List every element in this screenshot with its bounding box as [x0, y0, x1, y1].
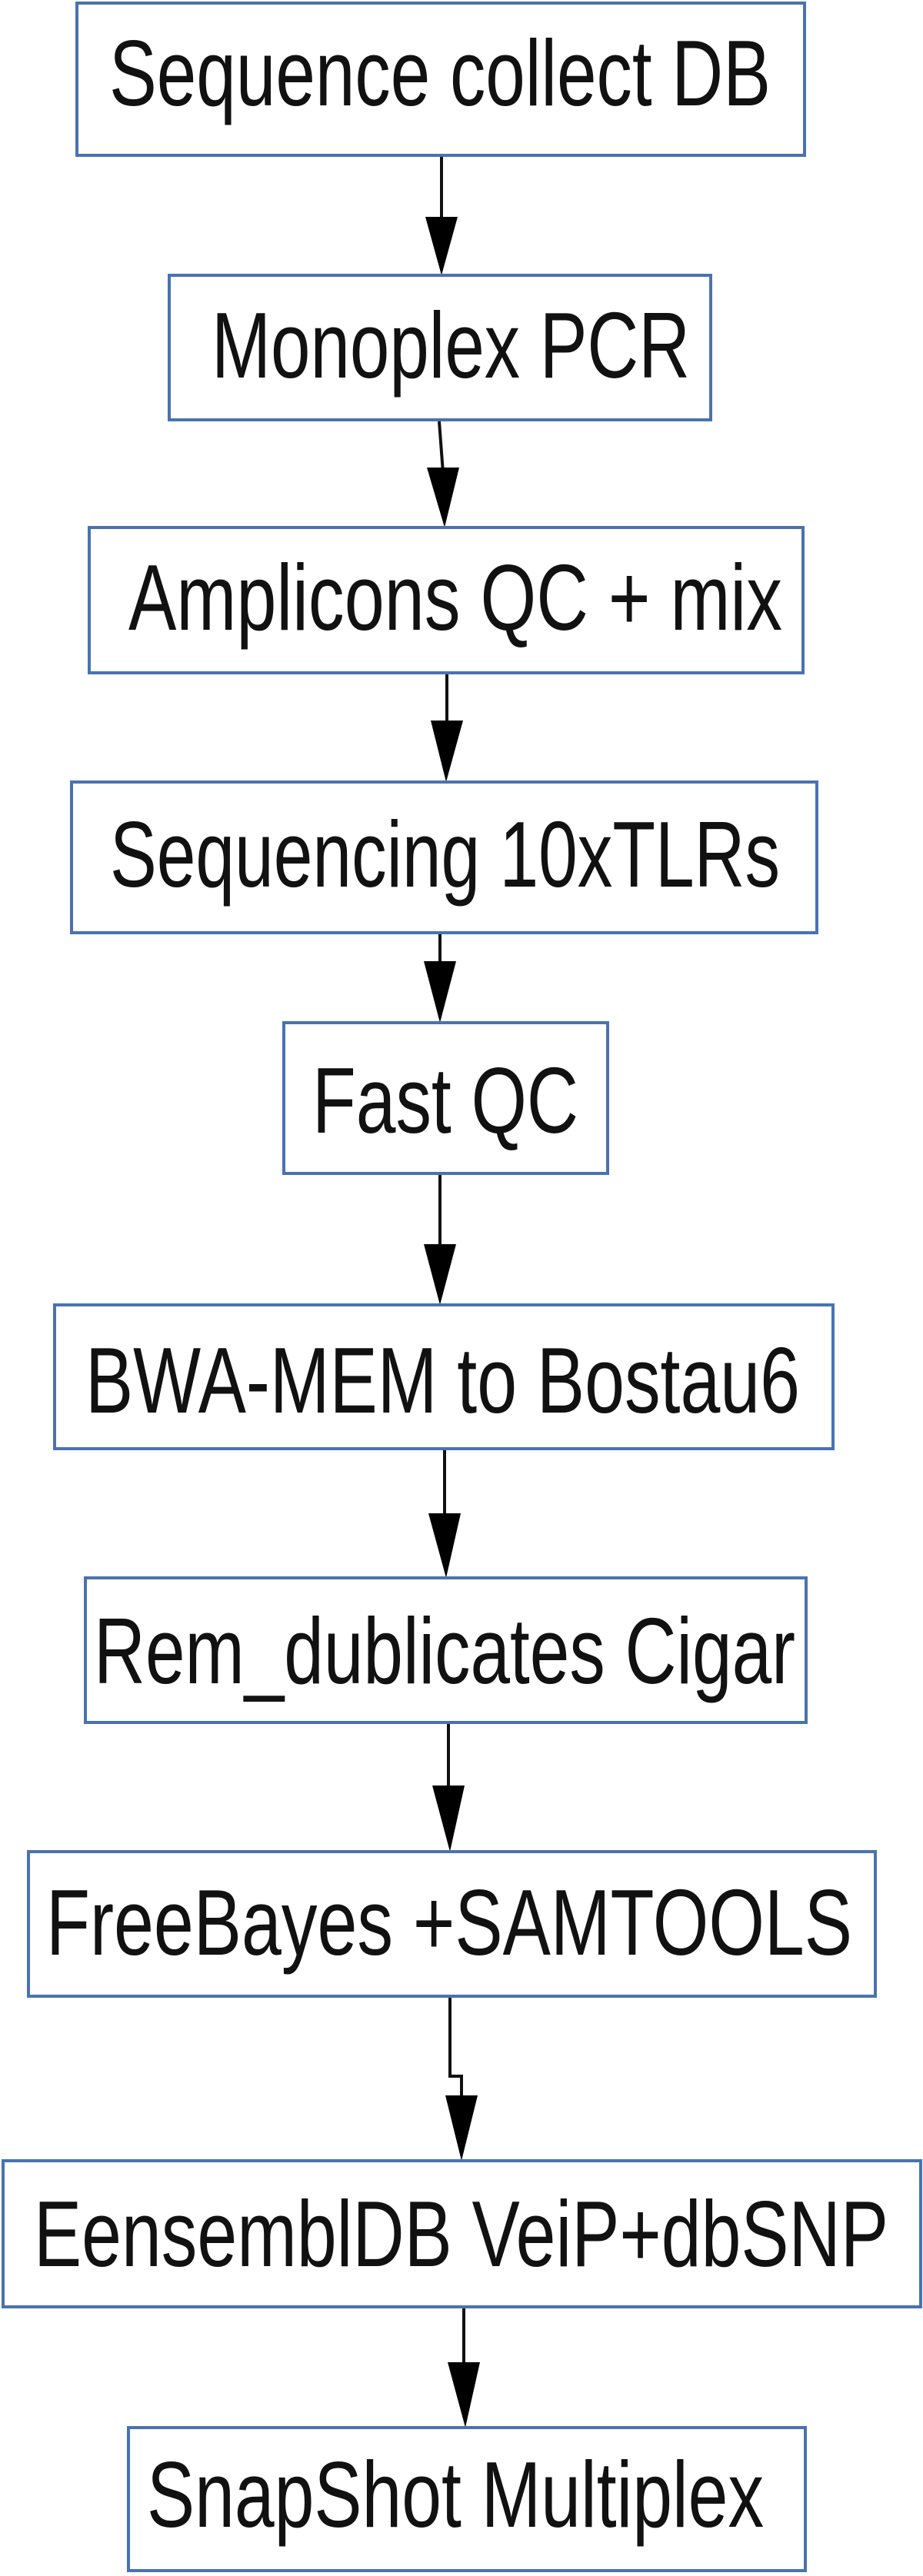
step-label: Monoplex PCR: [212, 293, 690, 398]
step-label: BWA-MEM to Bostau6: [85, 1328, 800, 1433]
arrow-3-4: [431, 674, 463, 782]
step-label: SnapShot Multiplex: [147, 2442, 764, 2547]
arrow-4-5: [424, 934, 456, 1023]
arrow-2-3: [427, 421, 459, 528]
step-fast-qc: Fast QC: [282, 1021, 609, 1175]
step-sequencing-10xtlrs: Sequencing 10xTLRs: [70, 780, 818, 934]
step-bwa-mem: BWA-MEM to Bostau6: [53, 1303, 835, 1450]
arrow-7-8: [432, 1724, 465, 1852]
arrow-8-9: [445, 1998, 478, 2161]
step-label: Fast QC: [312, 1048, 578, 1153]
arrow-5-6: [424, 1175, 456, 1305]
step-label: Rem_dublicates Cigar: [94, 1599, 795, 1703]
step-label: Sequence collect DB: [109, 21, 771, 125]
step-snapshot-multiplex: SnapShot Multiplex: [127, 2426, 807, 2572]
step-ensembldb-vep-dbsnp: EensemblDB VeiP+dbSNP: [2, 2159, 922, 2308]
step-monoplex-pcr: Monoplex PCR: [168, 274, 712, 421]
step-sequence-collect-db: Sequence collect DB: [75, 2, 806, 157]
arrow-6-7: [428, 1450, 461, 1578]
arrow-1-2: [425, 157, 458, 275]
step-freebayes-samtools: FreeBayes +SAMTOOLS: [27, 1850, 877, 1998]
arrow-9-10: [448, 2308, 480, 2428]
edges: [424, 157, 480, 2428]
step-label: Amplicons QC + mix: [128, 545, 782, 650]
step-rem-duplicates-cigar: Rem_dublicates Cigar: [84, 1576, 808, 1724]
step-amplicons-qc-mix: Amplicons QC + mix: [88, 526, 805, 674]
step-label: FreeBayes +SAMTOOLS: [46, 1870, 852, 1975]
step-label: EensemblDB VeiP+dbSNP: [34, 2182, 888, 2286]
step-label: Sequencing 10xTLRs: [110, 802, 780, 907]
